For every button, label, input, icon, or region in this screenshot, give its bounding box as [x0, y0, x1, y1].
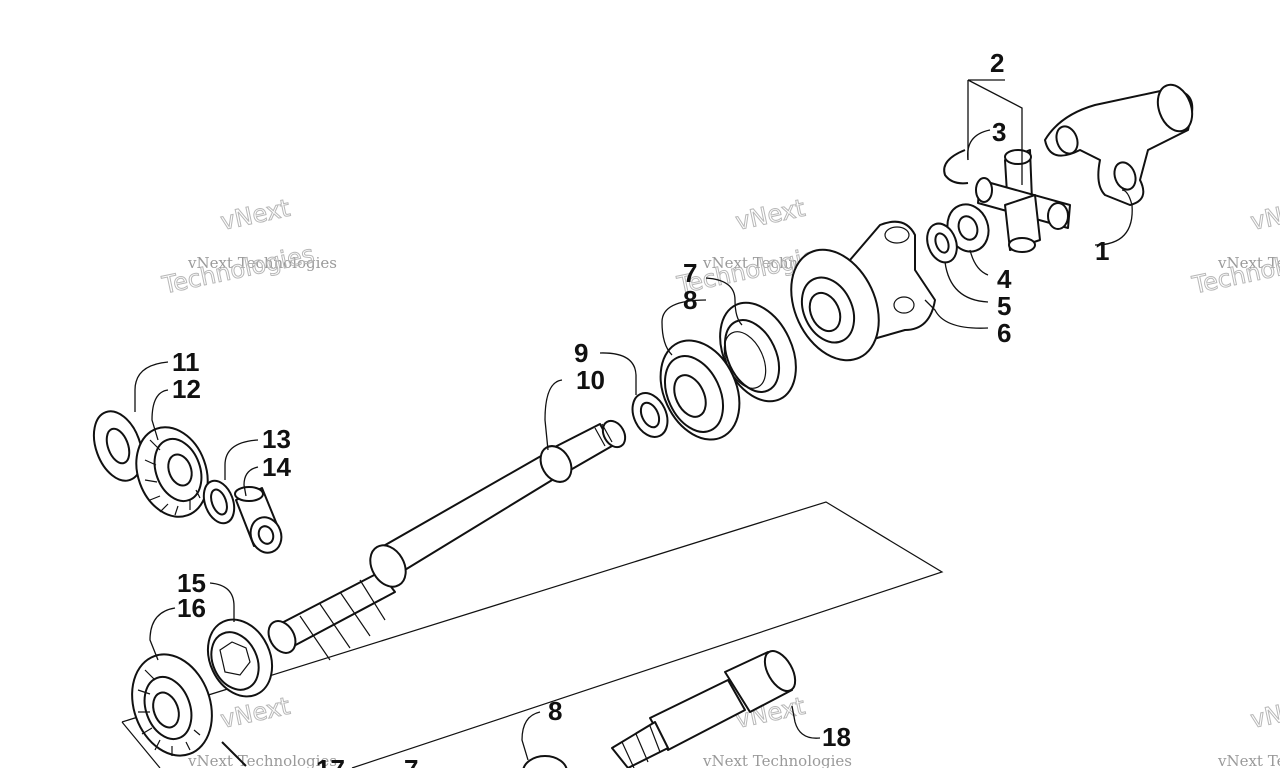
- svg-text:vNext: vNext: [733, 194, 807, 236]
- part-16-bevel-gear: [131, 653, 213, 757]
- svg-text:Technologies: Technologies: [159, 240, 317, 300]
- part-4-nut: [946, 203, 990, 253]
- part-8-lower-bearing: [522, 755, 568, 768]
- callout-8-upper: 8: [683, 285, 697, 315]
- svg-text:vNext Technologies: vNext Technologies: [187, 752, 337, 768]
- part-6-flange-yoke: [790, 220, 936, 362]
- callout-8-lower: 8: [548, 696, 562, 726]
- svg-text:vNext Technologies: vNext Technologies: [1217, 752, 1280, 768]
- watermark-left: vNext vNext Technologies Technologies: [159, 193, 337, 300]
- callout-5: 5: [997, 291, 1011, 321]
- callout-17: 17: [316, 754, 345, 768]
- callout-1: 1: [1095, 236, 1109, 266]
- svg-text:vNext Technologies: vNext Technologies: [702, 752, 852, 768]
- callout-6: 6: [997, 318, 1011, 348]
- part-9-washer: [631, 392, 669, 438]
- main-shaft: [267, 419, 627, 661]
- callout-7-upper: 7: [683, 258, 697, 288]
- svg-text:Technologies: Technologies: [1189, 240, 1280, 300]
- watermark-bottom-right: vNext vNext Technologies: [1217, 691, 1280, 768]
- callout-3: 3: [992, 117, 1006, 147]
- svg-text:vNext: vNext: [218, 692, 292, 734]
- callout-13: 13: [262, 424, 291, 454]
- callout-15: 15: [177, 568, 206, 598]
- part-5-washer: [926, 222, 958, 264]
- part-15-bearing: [206, 618, 274, 698]
- callout-2: 2: [990, 48, 1004, 78]
- callout-12: 12: [172, 374, 201, 404]
- part-13-washer: [202, 479, 236, 525]
- svg-text:vNext Technologies: vNext Technologies: [187, 254, 337, 272]
- callout-labels: 1 2 3 4 5 6 7 8 9 10 11 12 13 14 15 16 1…: [172, 48, 1109, 768]
- svg-text:vNext: vNext: [1248, 194, 1280, 236]
- part-2-cross: [975, 149, 1071, 253]
- watermark-right: vNext vNext Technologies Technologies: [1189, 193, 1280, 300]
- callout-11: 11: [172, 347, 200, 377]
- part-3-snap-ring: [943, 149, 969, 185]
- svg-text:vNext: vNext: [1248, 692, 1280, 734]
- part-7-seal: [719, 301, 797, 403]
- callout-14: 14: [262, 452, 291, 482]
- part-18-pinion-shaft: [611, 650, 797, 768]
- callout-9: 9: [574, 338, 588, 368]
- callout-18: 18: [822, 722, 851, 752]
- callout-4: 4: [997, 264, 1012, 294]
- part-8-bearing: [659, 339, 741, 441]
- part-11-washer: [92, 410, 144, 482]
- subassembly-frame: [121, 501, 944, 768]
- part-12-bevel-gear: [135, 426, 209, 518]
- callout-10: 10: [576, 365, 605, 395]
- svg-text:vNext Technologies: vNext Technologies: [1217, 254, 1280, 272]
- part-1-yoke: [1044, 83, 1194, 206]
- part-17-snap-ring: [221, 741, 247, 767]
- part-14-collar: [234, 486, 283, 554]
- callout-7-lower: 7: [404, 754, 418, 768]
- svg-text:vNext: vNext: [218, 194, 292, 236]
- leader-lines: [134, 79, 1133, 761]
- callout-16: 16: [177, 593, 206, 623]
